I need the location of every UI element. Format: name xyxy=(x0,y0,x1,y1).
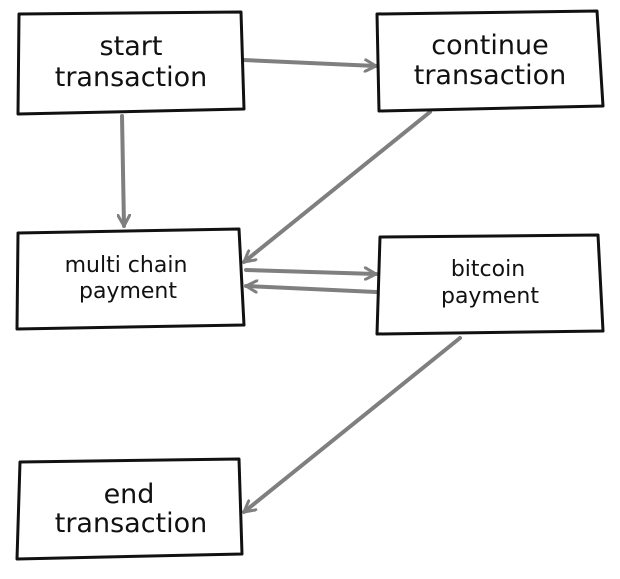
node-end-transaction-line2: transaction xyxy=(55,508,208,539)
node-start-transaction-box xyxy=(16,10,246,116)
arrow-start-to-continue xyxy=(241,58,378,66)
node-continue-transaction-line2: transaction xyxy=(414,60,567,91)
node-continue-transaction-box xyxy=(375,9,605,113)
node-start-transaction: start transaction xyxy=(16,10,246,116)
node-start-transaction-line2: transaction xyxy=(55,62,208,93)
arrow-multichain-to-bitcoin xyxy=(244,270,378,274)
node-bitcoin-payment-line1: bitcoin xyxy=(451,257,525,282)
node-multi-chain-payment-line2: payment xyxy=(79,279,177,304)
arrow-continue-to-multichain xyxy=(242,110,432,264)
node-end-transaction: end transaction xyxy=(15,457,244,561)
node-end-transaction-line1: end xyxy=(104,479,155,510)
node-bitcoin-payment-line2: payment xyxy=(441,284,539,309)
edges xyxy=(122,58,462,514)
node-start-transaction-line1: start xyxy=(100,31,163,62)
arrow-bitcoin-to-multichain xyxy=(244,286,378,294)
arrow-start-to-multichain xyxy=(122,114,124,228)
node-multi-chain-payment-line1: multi chain xyxy=(65,253,188,278)
node-end-transaction-box xyxy=(15,457,244,561)
node-multi-chain-payment: multi chain payment xyxy=(15,227,246,331)
node-bitcoin-payment-box xyxy=(375,233,605,336)
node-bitcoin-payment: bitcoin payment xyxy=(375,233,605,336)
node-continue-transaction-line1: continue xyxy=(431,30,548,61)
node-continue-transaction: continue transaction xyxy=(375,9,605,113)
node-multi-chain-payment-box xyxy=(15,227,246,331)
arrow-bitcoin-to-end xyxy=(242,336,462,514)
